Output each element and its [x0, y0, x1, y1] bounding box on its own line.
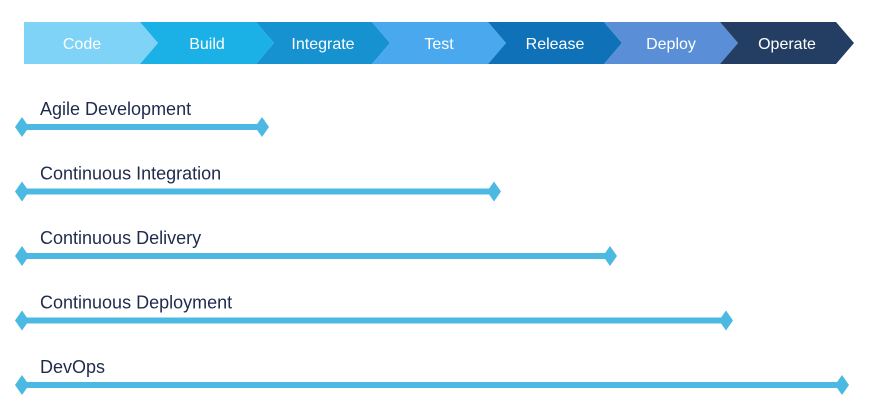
- pipeline-chevrons: Code Build Integrate Test Release Deploy Opera…: [24, 22, 854, 64]
- stage-chevron-build: [140, 22, 274, 64]
- range-continuous-integration: Continuous Integration: [15, 164, 501, 202]
- stage-chevron-test: [372, 22, 506, 64]
- stage-chevron-release: [488, 22, 622, 64]
- range-start-diamond-icon: [15, 117, 29, 137]
- range-bar: [22, 253, 610, 259]
- range-bar: [22, 317, 726, 324]
- stage-label-operate: Operate: [758, 36, 816, 53]
- range-end-diamond-icon: [835, 375, 849, 395]
- range-end-diamond-icon: [603, 246, 617, 266]
- stage-label-integrate: Integrate: [291, 36, 354, 53]
- range-bar: [22, 188, 494, 195]
- range-bar: [22, 124, 262, 130]
- range-continuous-delivery: Continuous Delivery: [15, 228, 617, 266]
- range-label: DevOps: [40, 357, 105, 377]
- range-continuous-deployment: Continuous Deployment: [15, 293, 733, 331]
- stage-chevron-code: [24, 22, 158, 64]
- range-end-diamond-icon: [487, 181, 501, 202]
- stage-label-code: Code: [63, 36, 101, 53]
- stage-chevron-integrate: [256, 22, 390, 64]
- range-label: Continuous Deployment: [40, 293, 232, 313]
- range-start-diamond-icon: [15, 181, 29, 202]
- range-agile-development: Agile Development: [15, 99, 269, 137]
- range-start-diamond-icon: [15, 375, 29, 395]
- stage-label-test: Test: [424, 36, 454, 53]
- range-bar: [22, 382, 842, 388]
- stage-label-release: Release: [526, 36, 585, 53]
- range-end-diamond-icon: [255, 117, 269, 137]
- stage-label-deploy: Deploy: [646, 36, 696, 53]
- range-start-diamond-icon: [15, 310, 29, 331]
- stage-label-build: Build: [189, 36, 225, 53]
- stage-chevron-deploy: [604, 22, 738, 64]
- stage-chevron-operate: [720, 22, 854, 64]
- range-label: Continuous Delivery: [40, 228, 201, 248]
- range-label: Agile Development: [40, 99, 191, 119]
- range-label: Continuous Integration: [40, 164, 221, 184]
- range-end-diamond-icon: [719, 310, 733, 331]
- range-start-diamond-icon: [15, 246, 29, 266]
- range-devops: DevOps: [15, 357, 849, 395]
